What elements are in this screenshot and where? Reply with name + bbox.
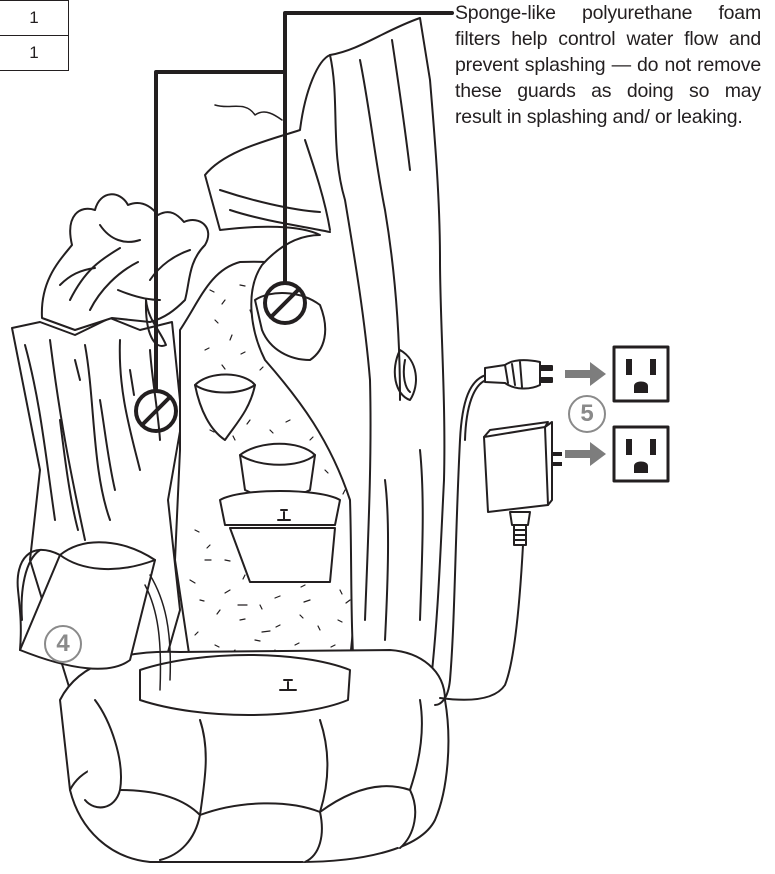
power-adapter-icon [484,422,562,545]
wall-outlet-icon [614,427,668,481]
step-number-4: 4 [44,625,82,663]
power-cord [435,375,523,705]
step-number-5: 5 [568,395,606,433]
base-rocks [60,650,448,862]
wall-outlet-icon [614,347,668,401]
foam-filter-callout: Sponge-like polyurethane foam filters he… [455,0,761,130]
power-plug-icon [485,360,552,388]
